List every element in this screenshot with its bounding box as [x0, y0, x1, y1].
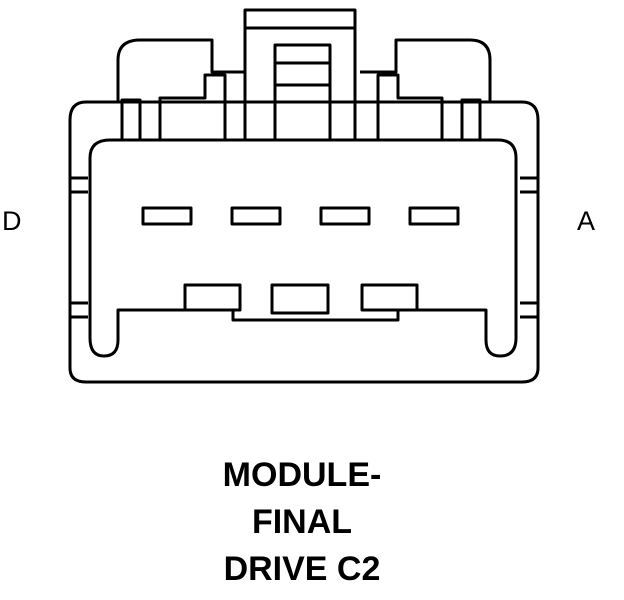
connector-housing-outline: [68, 100, 540, 384]
caption-line-2: FINAL: [251, 503, 353, 541]
terminal-cavity: [88, 138, 518, 358]
terminal-pin-a: [408, 206, 460, 226]
pin-label-d: D: [2, 206, 22, 236]
polarizing-key: [360, 283, 419, 312]
pin-label-a: A: [577, 206, 596, 236]
terminal-pin-c: [230, 206, 282, 226]
right-shoulder: [460, 98, 482, 140]
latch-slot: [273, 83, 332, 142]
caption-line-3: DRIVE C2: [223, 550, 381, 588]
caption-line-1: MODULE-: [222, 456, 382, 494]
latch-inner: [273, 43, 332, 87]
polarizing-key: [183, 283, 242, 312]
terminal-pin-d: [141, 206, 193, 226]
connector-caption: MODULE- FINAL DRIVE C2: [112, 452, 492, 593]
polarizing-key: [270, 283, 330, 315]
right-shoulder-inner: [376, 73, 444, 140]
left-shoulder: [120, 98, 142, 140]
terminal-pin-b: [319, 206, 371, 226]
left-shoulder-inner: [158, 73, 227, 140]
connector-hood: [116, 38, 492, 102]
